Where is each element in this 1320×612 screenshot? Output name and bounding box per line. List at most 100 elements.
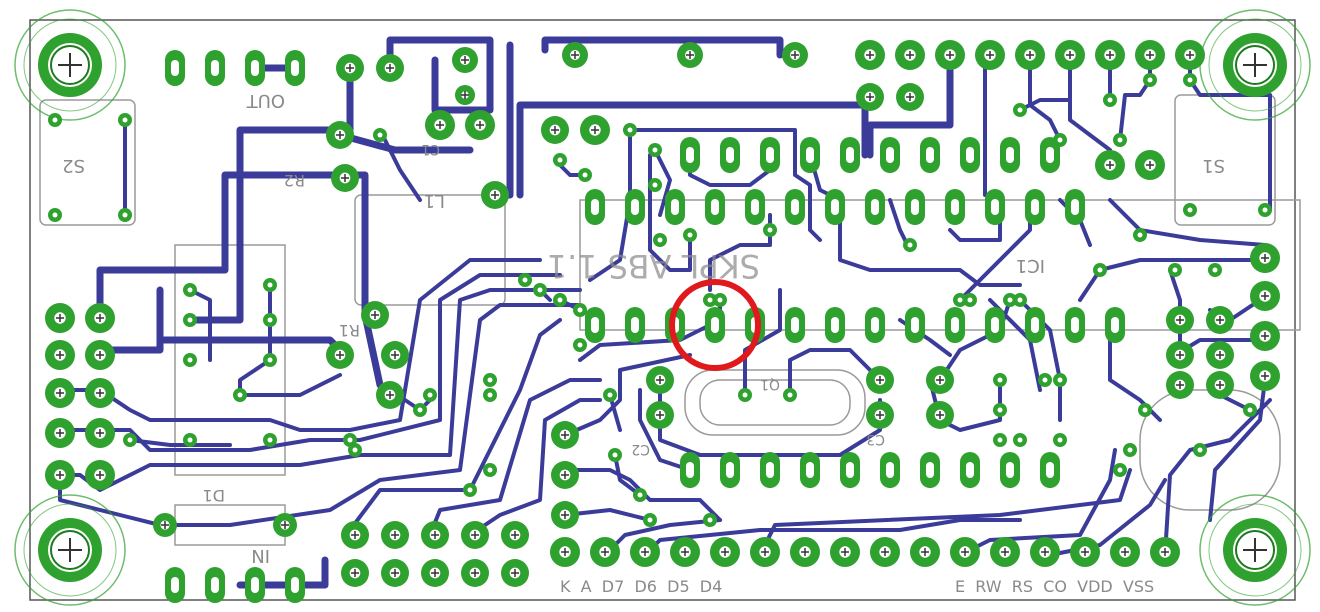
pad <box>720 452 740 488</box>
bottom-header-pad <box>750 537 780 567</box>
left-header-pad <box>45 303 75 333</box>
pad <box>856 83 884 111</box>
left-header-pad <box>85 378 115 408</box>
ic1-pad <box>785 307 805 343</box>
ic1-pad <box>625 189 645 225</box>
pad <box>551 461 579 489</box>
bottom-header-pad <box>1110 537 1140 567</box>
board-outline <box>29 19 1296 601</box>
pad <box>376 54 404 82</box>
header-pad <box>341 559 369 587</box>
right-header-pad <box>1250 321 1280 351</box>
pad <box>646 366 674 394</box>
via-hole <box>487 467 493 473</box>
via-hole <box>787 392 793 398</box>
via-hole <box>707 297 713 303</box>
via-hole <box>347 437 353 443</box>
top-header-pad <box>1095 40 1125 70</box>
bottom-header-pad <box>910 537 940 567</box>
bottom-header-pad <box>1150 537 1180 567</box>
header-pad <box>501 521 529 549</box>
ic1-pad <box>1025 189 1045 225</box>
label-ic1: IC1 <box>1016 255 1045 276</box>
via-hole <box>127 437 133 443</box>
left-header-pad <box>45 340 75 370</box>
ic1-pad <box>825 307 845 343</box>
pad <box>926 366 954 394</box>
top-header-pad <box>855 40 885 70</box>
via-hole <box>267 357 273 363</box>
via-hole <box>1117 467 1123 473</box>
via-hole <box>557 297 563 303</box>
left-header-pad <box>85 418 115 448</box>
via-hole <box>122 212 128 218</box>
bottom-header-pad <box>790 537 820 567</box>
pad <box>541 116 569 144</box>
via-hole <box>1097 267 1103 273</box>
pad <box>465 110 495 140</box>
via-hole <box>612 452 618 458</box>
label-bottom-pins: K A D7 D6 D5 D4 <box>560 577 722 596</box>
via-hole <box>427 392 433 398</box>
via-hole <box>687 232 693 238</box>
pad <box>376 381 404 409</box>
via-hole <box>1262 207 1268 213</box>
via-hole <box>187 317 193 323</box>
top-header-pad <box>935 40 965 70</box>
copper-traces <box>58 36 1272 589</box>
ic1-pad <box>1065 189 1085 225</box>
via-hole <box>1007 297 1013 303</box>
header-pad <box>341 521 369 549</box>
ic1-pad <box>705 307 725 343</box>
via-hole <box>1137 232 1143 238</box>
pad <box>646 401 674 429</box>
pad <box>840 452 860 488</box>
silkscreen-labels: OUT S2 S1 L1 D1 IC1 C1 C2 C3 Q1 R1 R2 IN… <box>62 90 1225 596</box>
pad <box>680 452 700 488</box>
via-hole <box>487 392 493 398</box>
pad <box>880 452 900 488</box>
via-hole <box>997 407 1003 413</box>
pad <box>1000 137 1020 173</box>
ic1-pad <box>665 189 685 225</box>
pad <box>481 181 509 209</box>
ic1-pad <box>985 307 1005 343</box>
via-hole <box>1107 97 1113 103</box>
pad <box>1040 137 1060 173</box>
pad <box>926 401 954 429</box>
header-pad <box>461 559 489 587</box>
label-s1: S1 <box>1202 155 1225 176</box>
highlight-circle <box>669 279 761 371</box>
left-header-pad <box>85 303 115 333</box>
pad <box>336 54 364 82</box>
via-hole <box>122 117 128 123</box>
header-pad <box>421 521 449 549</box>
via-hole <box>1017 107 1023 113</box>
pad <box>381 341 409 369</box>
pad <box>1206 341 1234 369</box>
bottom-header-pad <box>1070 537 1100 567</box>
via-hole <box>657 237 663 243</box>
pad <box>551 421 579 449</box>
pad <box>896 83 924 111</box>
header-pad <box>421 559 449 587</box>
label-c3: C3 <box>866 431 885 447</box>
pad <box>452 47 478 73</box>
pad <box>800 452 820 488</box>
bottom-header-pad <box>950 537 980 567</box>
bottom-header-pad <box>870 537 900 567</box>
label-c1: C1 <box>421 141 440 157</box>
via-hole <box>577 307 583 313</box>
via-hole <box>267 317 273 323</box>
bottom-header-pad <box>590 537 620 567</box>
in-connector-pad <box>245 567 265 603</box>
ic1-pad <box>585 189 605 225</box>
in-connector-pad <box>165 567 185 603</box>
ic1-pad <box>1025 307 1045 343</box>
via-hole <box>1212 267 1218 273</box>
bottom-header-pad <box>710 537 740 567</box>
via-hole <box>1017 297 1023 303</box>
via-hole <box>557 157 563 163</box>
ic1-pad <box>1065 307 1085 343</box>
